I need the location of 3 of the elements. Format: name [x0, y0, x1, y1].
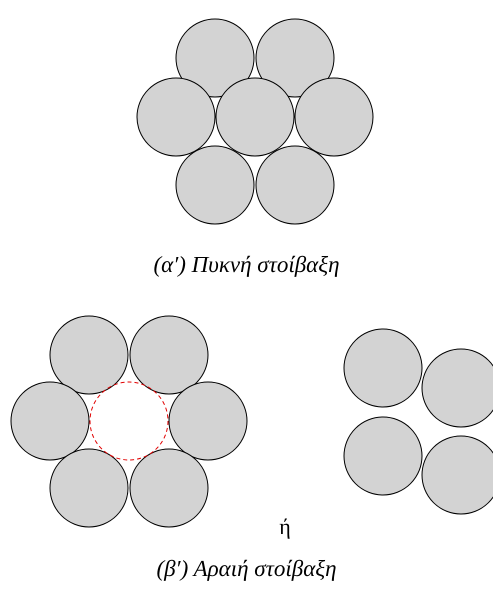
subfigure-caption: (β′) Αραιή στοίβαξη: [156, 556, 337, 581]
subfigure-caption: (α′) Πυκνή στοίβαξη: [154, 252, 340, 277]
or-label: ή: [279, 514, 291, 539]
